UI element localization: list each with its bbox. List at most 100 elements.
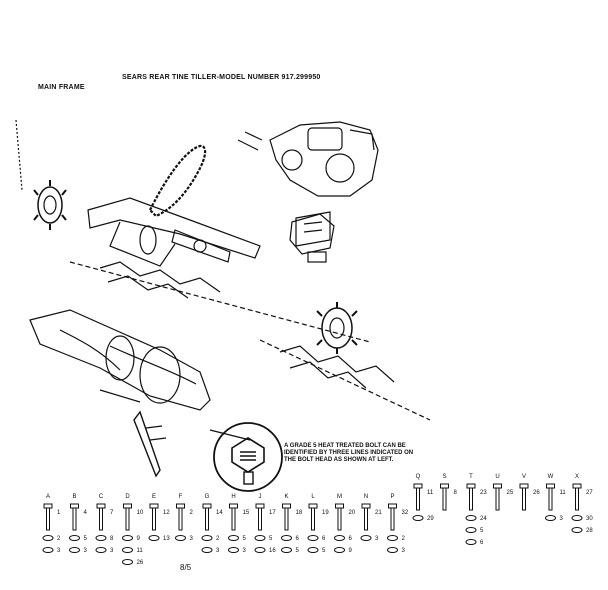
lower-tine-shaft bbox=[259, 339, 431, 421]
washer-icon bbox=[148, 535, 160, 541]
washer-icon bbox=[254, 547, 266, 553]
washer-icon bbox=[122, 547, 133, 553]
part-number: 17 bbox=[269, 510, 276, 516]
washer-icon bbox=[42, 535, 54, 541]
washer-icon bbox=[412, 515, 424, 521]
part-number: 11 bbox=[427, 490, 434, 496]
bolt-shank-icon bbox=[390, 508, 395, 531]
upper-hardware-column: V 26 bbox=[519, 474, 540, 511]
part-number: 2 bbox=[57, 536, 61, 542]
part-number: 30 bbox=[586, 516, 593, 522]
hardware-letter: X bbox=[575, 474, 579, 480]
part-number: 25 bbox=[507, 490, 514, 496]
bolt-head-icon bbox=[493, 483, 502, 489]
hardware-letter: P bbox=[390, 494, 394, 500]
bolt-head-icon bbox=[96, 503, 106, 509]
hardware-letter: V bbox=[522, 474, 526, 480]
bolt-head-icon bbox=[70, 503, 79, 509]
hardware-letter: G bbox=[205, 494, 210, 500]
part-number: 20 bbox=[349, 510, 356, 516]
part-number: 6 bbox=[480, 540, 484, 546]
bolt-shank-icon bbox=[231, 508, 236, 531]
washer-icon bbox=[254, 535, 266, 541]
hardware-letter: T bbox=[469, 474, 473, 480]
grade5-bolt-head-detail bbox=[213, 422, 283, 492]
washer-icon bbox=[69, 535, 80, 541]
part-number: 3 bbox=[216, 548, 220, 554]
bolt-shank-icon bbox=[205, 508, 209, 531]
part-number: 5 bbox=[269, 536, 273, 542]
part-number: 3 bbox=[243, 548, 247, 554]
part-number: 3 bbox=[190, 536, 194, 542]
washer-icon bbox=[228, 535, 239, 541]
bolt-shank-icon bbox=[495, 488, 500, 511]
hardware-column: L 19 6 5 bbox=[307, 494, 329, 554]
right-wheel bbox=[316, 302, 358, 354]
part-number: 3 bbox=[560, 516, 564, 522]
bolt-shank-icon bbox=[337, 508, 342, 531]
part-number: 1 bbox=[57, 510, 61, 516]
part-number: 11 bbox=[137, 548, 144, 554]
part-number: 3 bbox=[402, 548, 406, 554]
washer-icon bbox=[545, 515, 556, 521]
bolt-head-icon bbox=[361, 503, 371, 509]
bolt-shank-icon bbox=[416, 488, 420, 511]
bolt-shank-icon bbox=[125, 508, 130, 531]
part-number: 8 bbox=[110, 536, 114, 542]
part-number: 8 bbox=[454, 490, 458, 496]
hardware-letter: A bbox=[46, 494, 50, 500]
washer-icon bbox=[387, 547, 398, 553]
bolt-shank-icon bbox=[72, 508, 77, 531]
part-number: 5 bbox=[480, 528, 484, 534]
mounting-bracket bbox=[295, 211, 331, 247]
bolt-head-icon bbox=[413, 483, 423, 489]
part-number: 16 bbox=[269, 548, 276, 554]
bolt-head-icon bbox=[229, 503, 238, 509]
washer-icon bbox=[122, 559, 133, 565]
part-number: 6 bbox=[296, 536, 300, 542]
part-number: 23 bbox=[480, 490, 487, 496]
washer-icon bbox=[334, 547, 345, 553]
part-number: 5 bbox=[243, 536, 247, 542]
part-number: 5 bbox=[84, 536, 88, 542]
part-number: 28 bbox=[586, 528, 593, 534]
bolt-head-icon bbox=[440, 483, 449, 489]
grade5-bolt-note: A GRADE 5 HEAT TREATED BOLT CAN BE IDENT… bbox=[284, 443, 414, 463]
washer-icon bbox=[201, 547, 213, 553]
engine-assembly bbox=[237, 121, 379, 197]
hardware-letter: N bbox=[364, 494, 368, 500]
washer-icon bbox=[334, 535, 345, 541]
hardware-letter: S bbox=[442, 474, 446, 480]
part-number: 4 bbox=[84, 510, 88, 516]
bolt-shank-icon bbox=[469, 488, 473, 511]
washer-icon bbox=[42, 547, 54, 553]
main-frame-housing bbox=[87, 197, 261, 267]
washer-icon bbox=[228, 547, 239, 553]
washer-icon bbox=[307, 547, 319, 553]
hardware-letter: L bbox=[311, 494, 315, 500]
bolt-head-icon bbox=[572, 483, 582, 489]
hardware-letter: D bbox=[125, 494, 130, 500]
bolt-shank-icon bbox=[575, 488, 579, 511]
bolt-head-icon bbox=[176, 503, 185, 509]
hardware-letter: E bbox=[152, 494, 156, 500]
part-number: 19 bbox=[322, 510, 329, 516]
hardware-letter: Q bbox=[416, 474, 421, 480]
part-number: 5 bbox=[322, 548, 326, 554]
part-number: 6 bbox=[322, 536, 326, 542]
drive-belt bbox=[148, 144, 207, 218]
depth-bar bbox=[133, 410, 167, 478]
bolt-head-icon bbox=[282, 503, 291, 509]
hardware-letter: K bbox=[284, 494, 288, 500]
part-number: 26 bbox=[533, 490, 540, 496]
part-number: 14 bbox=[216, 510, 223, 516]
hardware-lower-row: A123B453C783D1091126E1213F23G1423H1553J1… bbox=[42, 494, 409, 566]
